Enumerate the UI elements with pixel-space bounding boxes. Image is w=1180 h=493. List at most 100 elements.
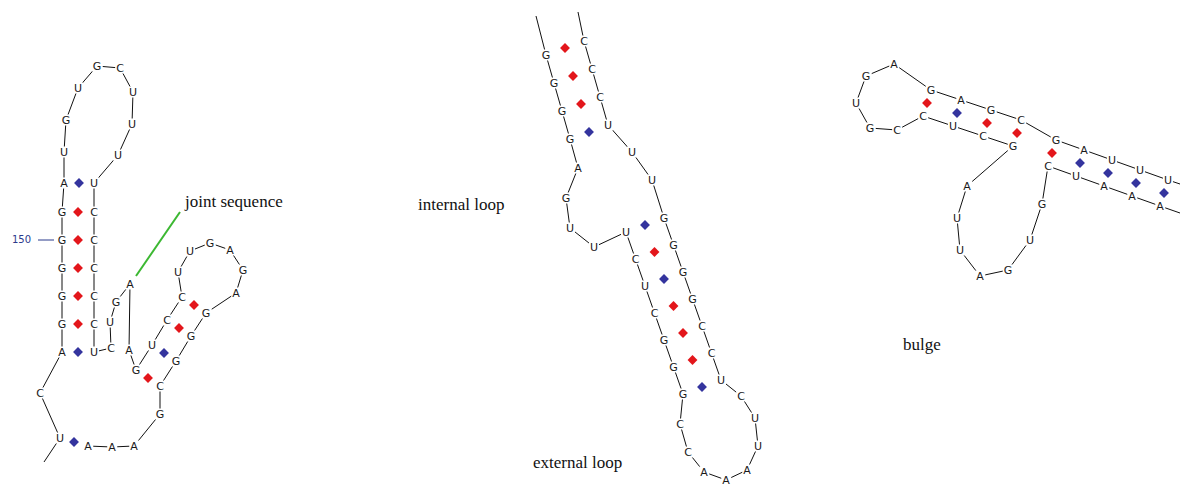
base-pair-mark <box>189 300 199 310</box>
nucleotide: A <box>699 467 709 478</box>
base-pair-mark <box>568 71 578 81</box>
structure-label: external loop <box>531 454 624 473</box>
nucleotide: A <box>721 475 731 486</box>
nucleotide: C <box>683 447 693 458</box>
base-pair-mark <box>952 108 962 118</box>
nucleotide: U <box>589 242 599 253</box>
nucleotide: G <box>659 335 670 346</box>
nucleotide: G <box>57 291 68 302</box>
nucleotide: C <box>675 419 685 430</box>
nucleotide: C <box>106 343 116 354</box>
base-pair-mark <box>650 247 660 257</box>
nucleotide: G <box>61 115 72 126</box>
nucleotide: U <box>948 121 958 132</box>
base-pair-mark <box>174 323 184 333</box>
nucleotide: U <box>1071 171 1081 182</box>
base-pair-mark <box>640 220 650 230</box>
position-number: 150 <box>12 235 31 245</box>
base-pairs <box>69 43 1169 447</box>
backbone-strand <box>40 66 243 462</box>
nucleotide: A <box>962 181 972 192</box>
nucleotide: G <box>861 71 872 82</box>
nucleotide: C <box>35 388 45 399</box>
nucleotide: A <box>107 442 117 453</box>
base-pair-mark <box>576 99 586 109</box>
nucleotide: A <box>1155 201 1165 212</box>
nucleotide: U <box>185 246 195 257</box>
nucleotide: C <box>162 315 172 326</box>
nucleotide: A <box>129 441 139 452</box>
base-pair-mark <box>73 207 83 217</box>
base-pair-mark <box>74 178 84 188</box>
base-pair-mark <box>982 118 992 128</box>
nucleotide: A <box>1099 181 1109 192</box>
nucleotide: G <box>668 362 679 373</box>
nucleotide: G <box>205 238 216 249</box>
base-pair-mark <box>73 347 83 357</box>
nucleotide: C <box>89 235 99 246</box>
nucleotide: G <box>1003 265 1014 276</box>
base-pair-mark <box>1159 188 1169 198</box>
nucleotide: U <box>1135 165 1145 176</box>
nucleotide: C <box>89 207 99 218</box>
nucleotide: U <box>55 433 65 444</box>
nucleotide: G <box>201 308 212 319</box>
nucleotide: G <box>865 123 876 134</box>
base-pair-mark <box>1103 168 1113 178</box>
nucleotide: A <box>742 465 752 476</box>
nucleotide: G <box>565 134 576 145</box>
nucleotide: G <box>131 365 142 376</box>
base-pair-mark <box>697 382 707 392</box>
base-pair-mark <box>1012 128 1022 138</box>
nucleotide: C <box>89 319 99 330</box>
backbone-strand <box>856 64 1180 276</box>
nucleotide: A <box>1127 191 1137 202</box>
nucleotide: G <box>986 105 997 116</box>
nucleotide: G <box>668 240 679 251</box>
nucleotide: U <box>716 375 726 386</box>
nucleotide: U <box>173 267 183 278</box>
nucleotide: C <box>631 254 641 265</box>
nucleotide: G <box>92 61 103 72</box>
backbone-strand <box>536 12 758 480</box>
nucleotide: U <box>1107 155 1117 166</box>
nucleotide: A <box>83 441 93 452</box>
base-pair-mark <box>678 328 688 338</box>
structure-label: bulge <box>901 336 943 355</box>
nucleotide: G <box>557 106 568 117</box>
nucleotide: U <box>59 147 69 158</box>
nucleotide: C <box>89 263 99 274</box>
base-pair-mark <box>688 355 698 365</box>
base-pair-mark <box>584 127 594 137</box>
nucleotide: G <box>678 389 689 400</box>
nucleotide: G <box>678 267 689 278</box>
nucleotide: C <box>707 348 717 359</box>
nucleotide: C <box>595 92 605 103</box>
nucleotide: U <box>565 223 575 234</box>
position-tick <box>38 240 54 241</box>
base-pair-mark <box>73 235 83 245</box>
nucleotide: C <box>89 291 99 302</box>
base-pair-mark <box>73 319 83 329</box>
nucleotide: G <box>57 235 68 246</box>
nucleotide: G <box>1051 135 1062 146</box>
nucleotide: G <box>57 207 68 218</box>
base-pair-mark <box>659 274 669 284</box>
nucleotide: C <box>115 63 125 74</box>
nucleotide: A <box>124 345 134 356</box>
nucleotide: C <box>978 131 988 142</box>
nucleotide: U <box>851 98 861 109</box>
nucleotide: G <box>171 356 182 367</box>
nucleotide: A <box>225 245 235 256</box>
base-pair-mark <box>73 263 83 273</box>
structure-label: joint sequence <box>183 193 285 212</box>
nucleotide: C <box>892 125 902 136</box>
nucleotide: G <box>238 265 249 276</box>
base-pair-mark <box>560 43 570 53</box>
nucleotide: A <box>573 163 583 174</box>
nucleotide: A <box>59 178 69 189</box>
nucleotide: G <box>57 319 68 330</box>
nucleotide: C <box>579 36 589 47</box>
structure-label: internal loop <box>416 196 506 215</box>
nucleotide: C <box>650 308 660 319</box>
